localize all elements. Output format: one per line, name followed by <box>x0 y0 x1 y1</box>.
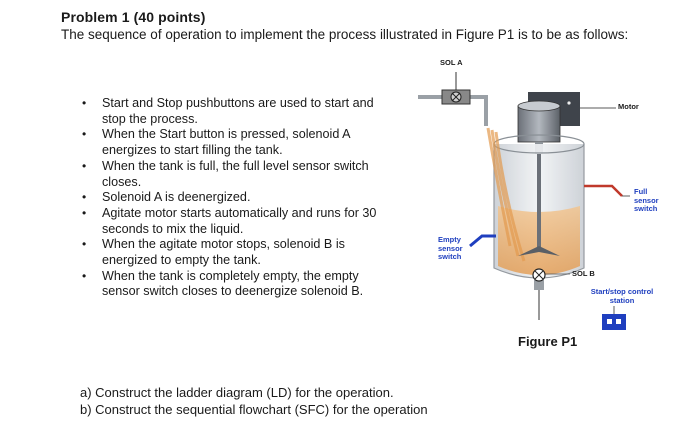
tank-process-diagram <box>418 72 630 330</box>
full-sensor-icon <box>584 184 630 197</box>
bullet-icon: • <box>82 205 87 220</box>
problem-title: Problem 1 (40 points) <box>61 9 206 25</box>
question-a: a) Construct the ladder diagram (LD) for… <box>80 385 394 400</box>
list-item: • When the tank is full, the full level s… <box>80 159 380 190</box>
step-text: Start and Stop pushbuttons are used to s… <box>102 96 374 126</box>
solenoid-a-valve-icon <box>441 89 471 105</box>
sequence-list: • Start and Stop pushbuttons are used to … <box>80 96 380 300</box>
list-item: • When the tank is completely empty, the … <box>80 269 380 300</box>
list-item: • Start and Stop pushbuttons are used to … <box>80 96 380 127</box>
step-text: When the tank is full, the full level se… <box>102 158 369 189</box>
bullet-icon: • <box>82 190 87 205</box>
step-text: Agitate motor starts automatically and r… <box>102 205 377 236</box>
bullet-icon: • <box>82 96 87 110</box>
list-item: • When the Start button is pressed, solen… <box>80 127 380 158</box>
problem-intro: The sequence of operation to implement t… <box>61 27 629 42</box>
list-item: • Agitate motor starts automatically and … <box>80 206 380 237</box>
motor-label: Motor <box>618 102 639 111</box>
step-text: Solenoid A is deenergized. <box>102 190 251 205</box>
sol-b-label: SOL B <box>572 269 595 278</box>
inlet-pipe <box>418 72 488 126</box>
empty-sensor-label: Empty sensor switch <box>438 235 463 261</box>
step-text: When the tank is completely empty, the e… <box>102 268 364 299</box>
bullet-icon: • <box>82 237 87 252</box>
bullet-icon: • <box>82 268 87 283</box>
list-item: • Solenoid A is deenergized. <box>80 190 380 206</box>
control-station-icon <box>602 306 626 330</box>
figure-caption: Figure P1 <box>518 334 578 349</box>
step-text: When the Start button is pressed, soleno… <box>102 127 350 158</box>
agitator-shaft <box>518 154 560 256</box>
question-b: b) Construct the sequential flowchart (S… <box>80 402 428 417</box>
sol-a-label: SOL A <box>440 58 463 67</box>
figure-p1: SOL A Motor Full sensor switch Empty sen… <box>400 56 690 356</box>
bullet-icon: • <box>82 127 87 142</box>
step-text: When the agitate motor stops, solenoid B… <box>102 237 345 268</box>
outlet-pipe <box>534 273 570 320</box>
control-station-label: Start/stop control station <box>590 287 654 305</box>
questions-list: a) Construct the ladder diagram (LD) for… <box>80 384 428 418</box>
solenoid-b-valve-icon <box>532 268 546 282</box>
list-item: • When the agitate motor stops, solenoid … <box>80 237 380 268</box>
empty-sensor-icon <box>469 234 496 248</box>
bullet-icon: • <box>82 158 87 173</box>
mixing-tank <box>486 127 585 279</box>
full-sensor-label: Full sensor switch <box>634 187 659 213</box>
